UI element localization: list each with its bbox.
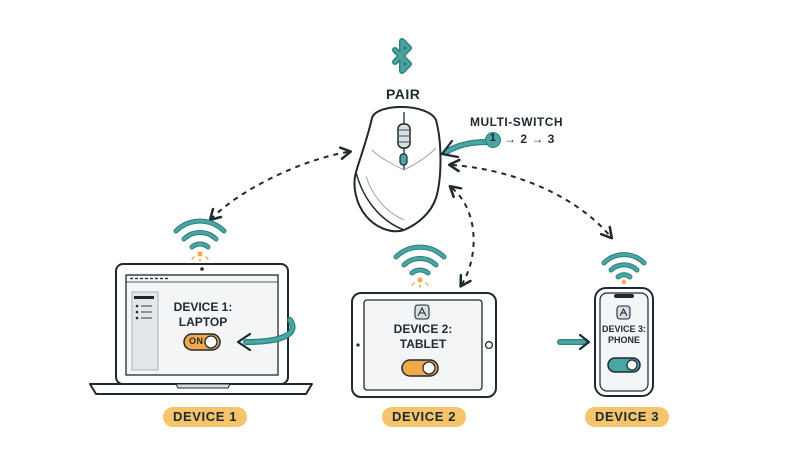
laptop-screen-line2: LAPTOP xyxy=(178,315,228,329)
connection-phone xyxy=(447,158,614,240)
wifi-icon-phone xyxy=(601,252,647,285)
device-1-badge: DEVICE 1 xyxy=(163,407,248,427)
phone-toggle-knob xyxy=(626,359,638,371)
tablet-screen-line1: DEVICE 2: xyxy=(393,322,453,336)
channel-1-indicator xyxy=(485,132,501,148)
bluetooth-icon xyxy=(392,38,412,74)
tablet-toggle-knob xyxy=(422,361,436,375)
multi-switch-sequence: → 2 → 3 xyxy=(504,132,555,146)
laptop-screen-title: DEVICE 1: LAPTOP xyxy=(168,300,238,330)
phone-screen-line2: PHONE xyxy=(607,335,640,346)
laptop-illustration xyxy=(89,263,313,395)
connection-laptop xyxy=(208,146,353,222)
phone-pointer-arrow xyxy=(578,333,591,351)
device-2-badge: DEVICE 2 xyxy=(382,407,467,427)
wifi-icon-tablet xyxy=(393,244,447,288)
laptop-toggle-knob xyxy=(204,335,218,349)
laptop-pointer-arrow xyxy=(236,332,252,352)
phone-screen-line1: DEVICE 3: xyxy=(601,324,646,334)
multi-switch-label: MULTI-SWITCH xyxy=(470,115,564,129)
pair-label: PAIR xyxy=(386,86,421,102)
phone-screen-title: DEVICE 3: PHONE xyxy=(600,324,648,347)
tablet-illustration xyxy=(351,292,497,398)
wifi-icon-laptop xyxy=(173,218,227,262)
connection-tablet xyxy=(448,184,475,288)
device-3-badge: DEVICE 3 xyxy=(585,407,670,427)
laptop-toggle-label: ON xyxy=(189,336,204,346)
tablet-screen-line2: TABLET xyxy=(399,337,447,351)
tablet-screen-title: DEVICE 2: TABLET xyxy=(382,322,464,352)
laptop-screen-line1: DEVICE 1: xyxy=(173,300,233,314)
mouse-illustration xyxy=(353,106,442,233)
multi-switch-step-1: 1 xyxy=(489,132,497,144)
multi-switch-arrow xyxy=(440,139,460,159)
